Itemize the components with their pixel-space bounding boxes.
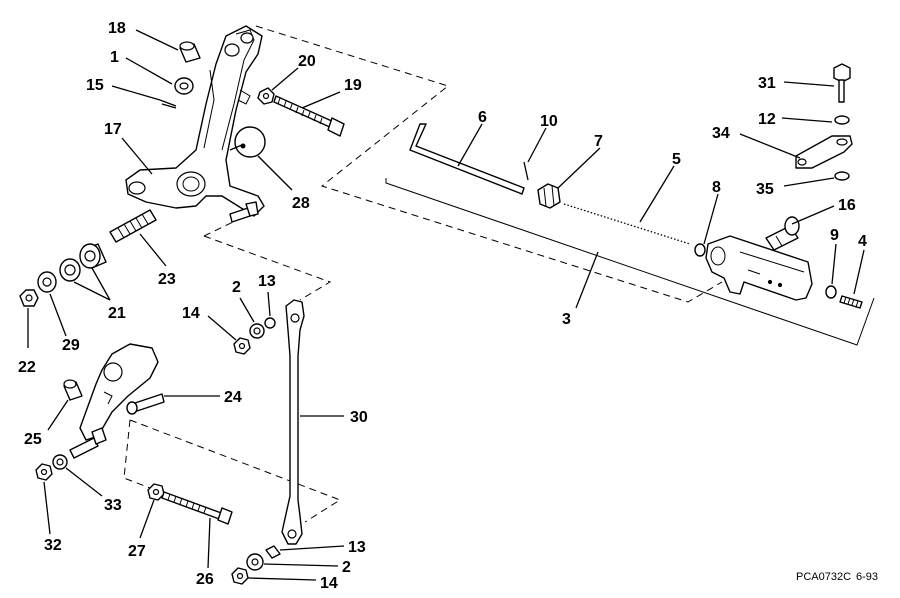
- callout-10: 10: [540, 113, 558, 130]
- callout-31: 31: [758, 75, 776, 92]
- part-24-bracket: [79, 343, 165, 441]
- part-33-washer: [52, 454, 68, 470]
- part-19-bolt: [273, 95, 345, 137]
- upper-link-hardware: [233, 317, 276, 355]
- part-5-spring: [563, 203, 691, 245]
- callout-8: 8: [712, 179, 721, 196]
- callout-2-upper: 2: [232, 279, 241, 296]
- callout-20: 20: [298, 53, 316, 70]
- callout-13-lower: 13: [348, 539, 366, 556]
- part-17-bracket: [125, 25, 265, 217]
- callout-13-upper: 13: [258, 273, 276, 290]
- callout-23: 23: [158, 271, 176, 288]
- part-16-screw: [765, 216, 800, 251]
- part-22-nut: [19, 289, 39, 307]
- callout-19: 19: [344, 77, 362, 94]
- callout-7: 7: [594, 133, 603, 150]
- part-32-nut: [35, 463, 53, 481]
- callout-17: 17: [104, 121, 122, 138]
- callout-29: 29: [62, 337, 80, 354]
- part-30-link-rod: [281, 299, 305, 545]
- part-1-washer: [174, 77, 194, 95]
- callout-35: 35: [756, 181, 774, 198]
- callout-34: 34: [712, 125, 730, 142]
- part-18-bushing: [179, 41, 201, 63]
- part-9-washer: [825, 285, 837, 299]
- lower-link-hardware: [231, 545, 281, 585]
- callout-14-upper: 14: [182, 305, 200, 322]
- part-20-nut: [257, 87, 275, 105]
- part-4-screw: [839, 295, 863, 309]
- part-7-nut: [537, 183, 561, 209]
- stud: [229, 201, 259, 223]
- part-23-stud: [109, 209, 157, 243]
- callout-32: 32: [44, 537, 62, 554]
- part-3-housing: [705, 235, 813, 301]
- callout-24: 24: [224, 389, 242, 406]
- callout-2-lower: 2: [342, 559, 351, 576]
- callout-15: 15: [86, 77, 104, 94]
- callout-21: 21: [108, 305, 126, 322]
- callout-33: 33: [104, 497, 122, 514]
- part-12-washer: [834, 115, 850, 125]
- callout-18: 18: [108, 20, 126, 37]
- callout-25: 25: [24, 431, 42, 448]
- callout-14-lower: 14: [320, 575, 338, 592]
- callout-30: 30: [350, 409, 368, 426]
- callout-6: 6: [478, 109, 487, 126]
- callout-1: 1: [110, 49, 119, 66]
- callout-12: 12: [758, 111, 776, 128]
- part-6-rod: [409, 123, 525, 195]
- callout-9: 9: [830, 227, 839, 244]
- part-29-washer: [37, 271, 57, 293]
- callout-5: 5: [672, 151, 681, 168]
- part-15-pin: [159, 99, 177, 109]
- part-34-lever: [795, 135, 853, 169]
- callout-22: 22: [18, 359, 36, 376]
- part-13-bushing-lower: [265, 545, 281, 559]
- callouts: 18 1 15 17 20 19 28 23 21 22 29 2 13 14 …: [18, 20, 867, 592]
- part-31-bolt: [833, 63, 851, 103]
- part-8-washer: [694, 243, 706, 257]
- callout-27: 27: [128, 543, 146, 560]
- part-13-bushing-upper: [264, 317, 276, 329]
- part-35-washer: [834, 171, 850, 181]
- figure-code: PCA0732C: [796, 571, 851, 583]
- part-26-bolt: [161, 491, 233, 525]
- part-28-disc: [229, 126, 266, 158]
- part-21-bushing: [59, 243, 107, 282]
- callout-26: 26: [196, 571, 214, 588]
- callout-4: 4: [858, 233, 867, 250]
- part-25-bushing: [63, 379, 83, 401]
- part-10-pin: [523, 161, 529, 181]
- leader-lines: [27, 29, 865, 581]
- callout-16: 16: [838, 197, 856, 214]
- figure-date: 6-93: [856, 571, 878, 583]
- callout-28: 28: [292, 195, 310, 212]
- callout-3: 3: [562, 311, 571, 328]
- lower-stud: [69, 427, 107, 459]
